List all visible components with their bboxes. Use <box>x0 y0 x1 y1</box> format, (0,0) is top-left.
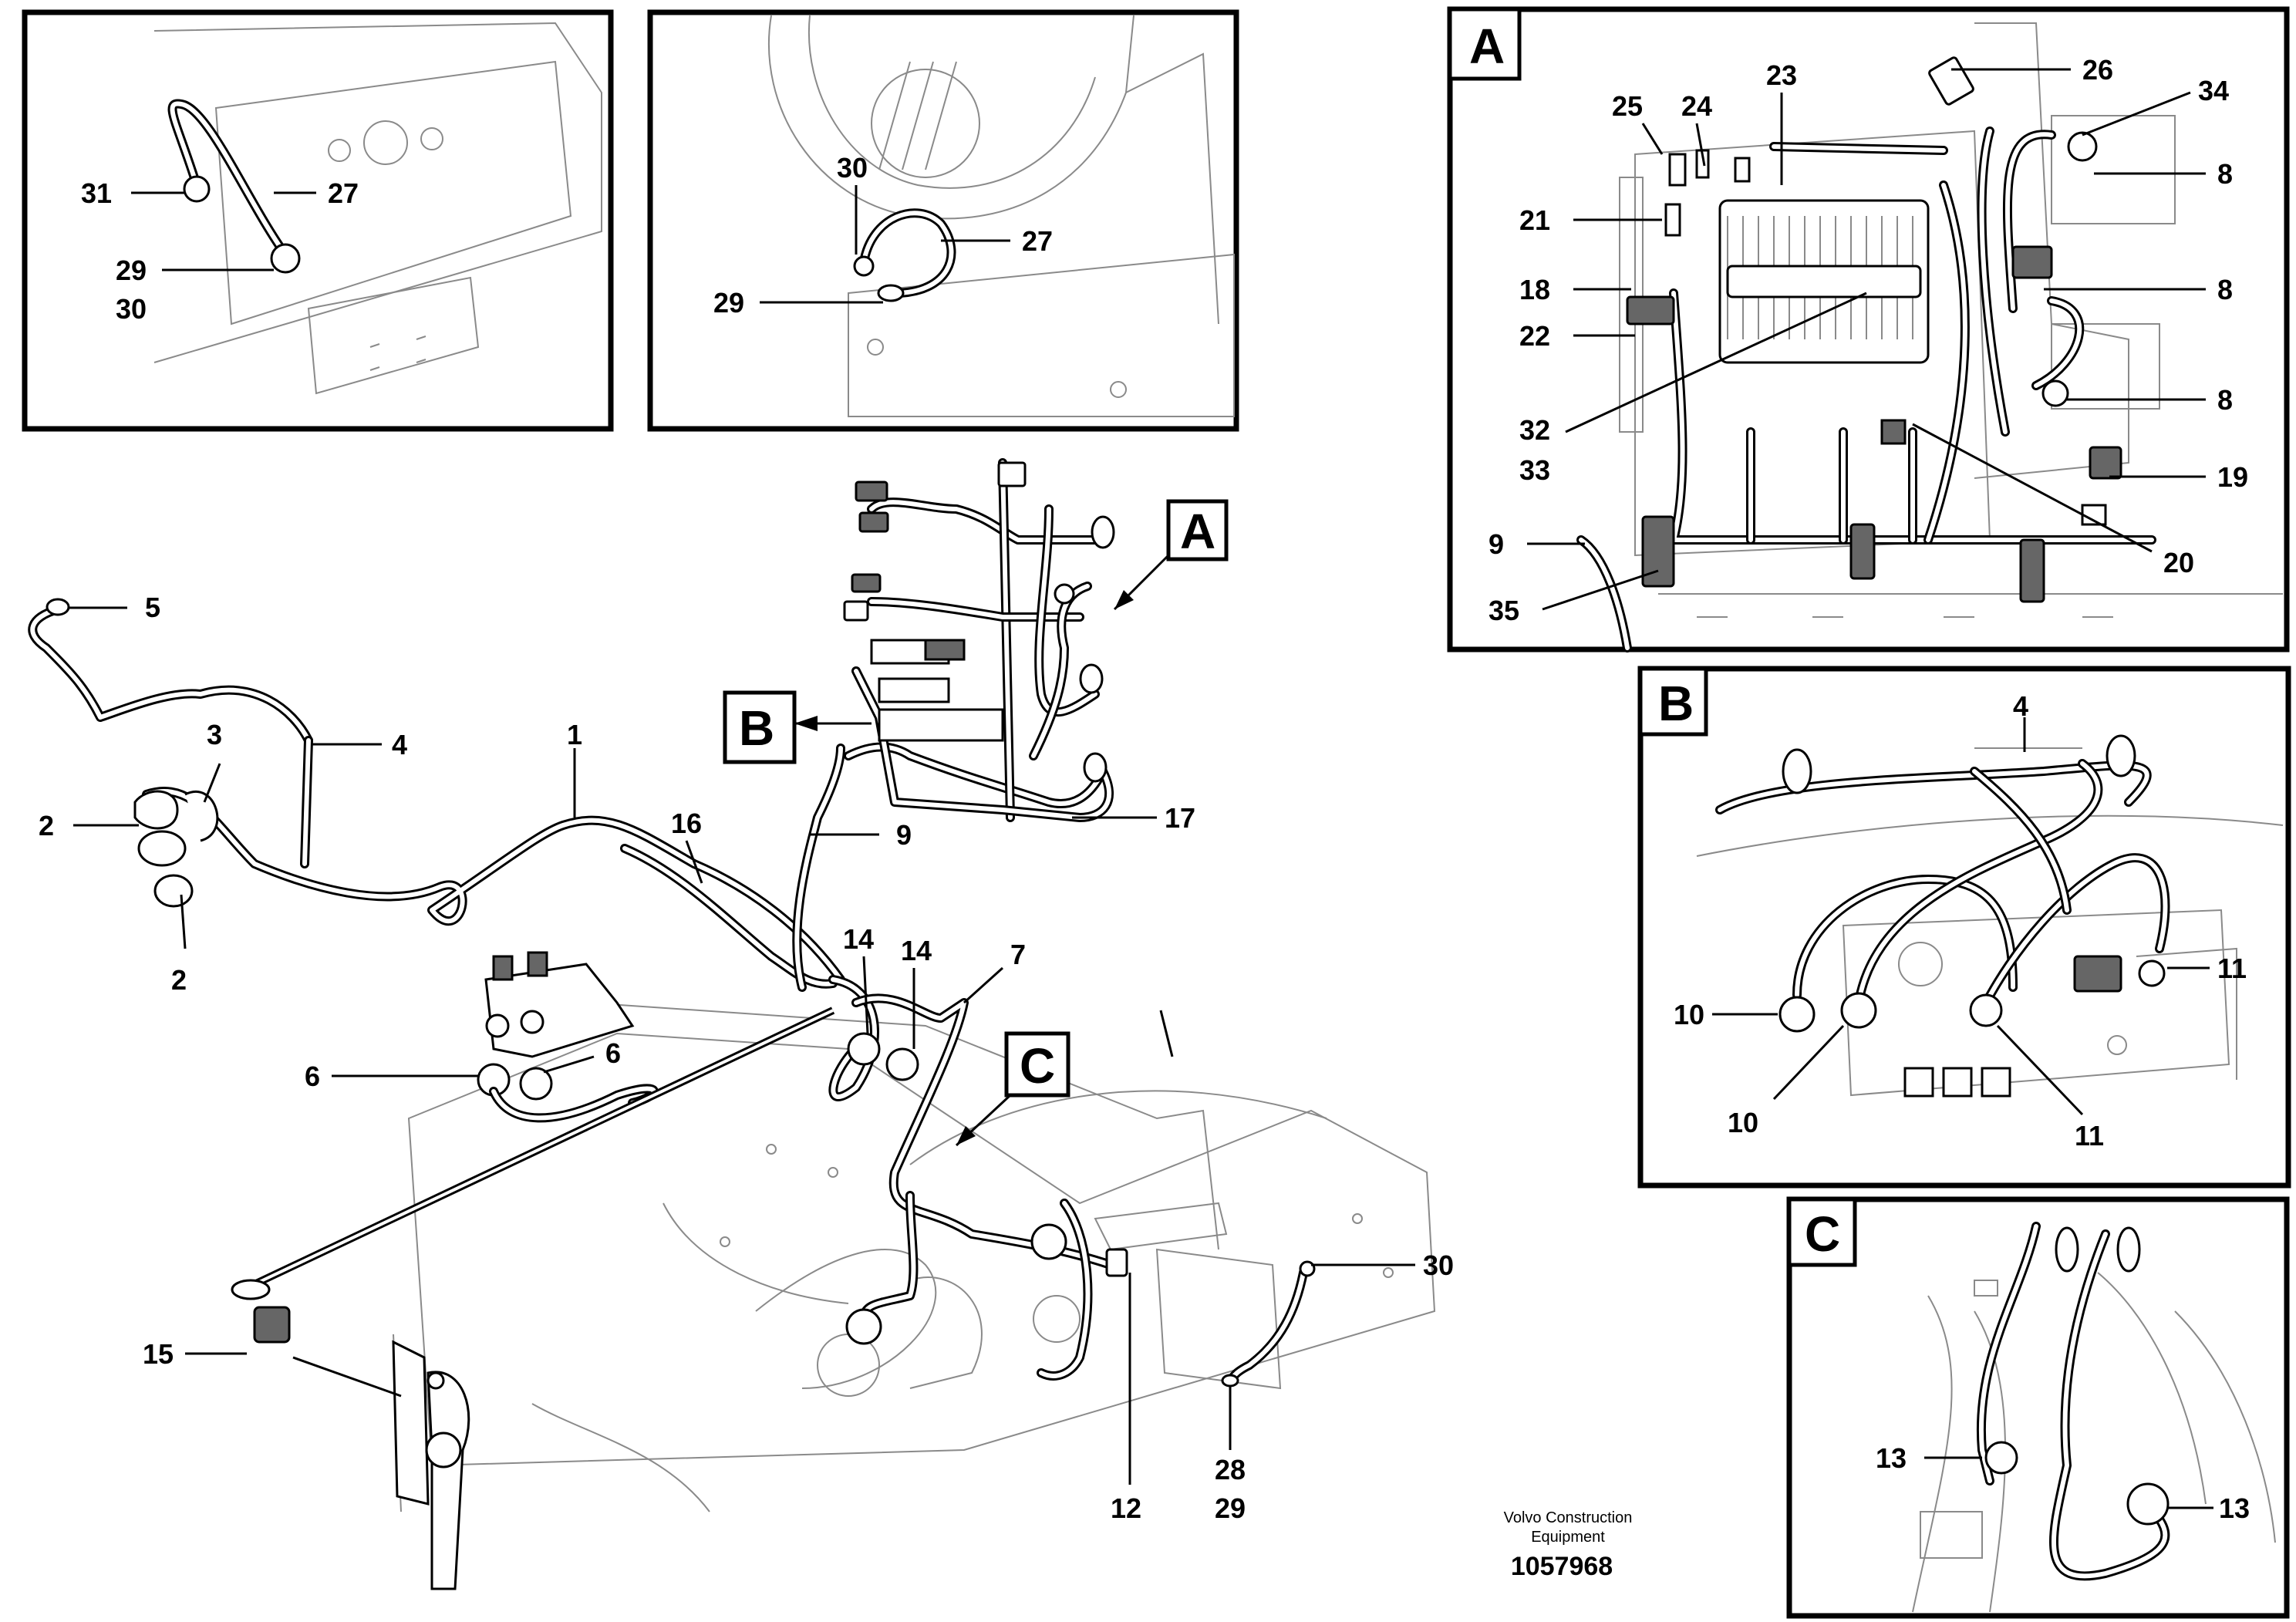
callout-2: 2 <box>39 810 54 841</box>
main-view: A B C <box>28 458 1454 1590</box>
inset-c-label: C <box>1805 1206 1840 1262</box>
callout-11: 11 <box>2217 953 2247 984</box>
callout-25: 25 <box>1612 90 1643 122</box>
inset-top-middle-leaders <box>760 185 1010 304</box>
main-leaders <box>68 606 1415 1485</box>
inset-top-left-frame <box>22 9 614 432</box>
callout-15: 15 <box>143 1338 174 1370</box>
inset-top-left: 31 27 29 30 <box>22 9 614 432</box>
inset-b-connectors <box>1778 955 2166 1033</box>
view-tag-c <box>1004 1031 1070 1098</box>
view-tag-b-label: B <box>739 700 774 756</box>
inset-c: C 13 13 <box>1786 1196 2290 1619</box>
callout-3: 3 <box>207 719 222 750</box>
callout-11: 11 <box>2075 1120 2104 1152</box>
callout-13: 13 <box>2219 1492 2250 1524</box>
callout-1: 1 <box>567 719 582 750</box>
inset-a-harness <box>1576 126 2156 653</box>
main-valve-block <box>477 951 635 1101</box>
callout-35: 35 <box>1489 595 1519 626</box>
callout-24: 24 <box>1681 90 1712 122</box>
callout-13: 13 <box>1876 1442 1907 1474</box>
view-tag-a-label: A <box>1180 504 1215 559</box>
callout-4: 4 <box>2013 690 2028 722</box>
callout-23: 23 <box>1766 59 1797 91</box>
callout-32: 32 <box>1519 414 1550 446</box>
callout-21: 21 <box>1519 204 1550 236</box>
inset-c-tag <box>1787 1197 1857 1267</box>
maker-line-2: Equipment <box>1531 1529 1605 1546</box>
callout-29: 29 <box>1215 1492 1246 1524</box>
callout-27: 27 <box>1022 225 1053 257</box>
callout-14: 14 <box>901 935 932 966</box>
callout-14: 14 <box>843 923 874 955</box>
main-rod <box>231 1007 835 1300</box>
callout-8: 8 <box>2217 158 2233 190</box>
callout-4: 4 <box>392 729 407 760</box>
main-harness <box>851 458 1114 822</box>
inset-top-left-leaders <box>131 191 316 271</box>
callout-10: 10 <box>1728 1107 1758 1138</box>
callout-6: 6 <box>305 1061 320 1092</box>
callout-33: 33 <box>1519 454 1550 486</box>
callout-28: 28 <box>1215 1454 1246 1485</box>
view-tag-b <box>723 690 797 764</box>
callout-18: 18 <box>1519 274 1550 305</box>
main-connectors <box>46 461 1316 1388</box>
callout-31: 31 <box>81 177 112 209</box>
maker-line-1: Volvo Construction <box>1504 1509 1633 1526</box>
callout-8: 8 <box>2217 384 2233 416</box>
inset-b-tag <box>1638 666 1708 737</box>
callout-12: 12 <box>1111 1492 1141 1524</box>
inset-b-frame <box>1637 666 2291 1189</box>
inset-a-label: A <box>1469 19 1505 74</box>
callout-30: 30 <box>837 152 868 184</box>
inset-c-leaders <box>1924 1456 2213 1509</box>
callout-29: 29 <box>116 255 147 286</box>
inset-top-middle-hose <box>853 208 956 302</box>
inset-c-frame <box>1786 1196 2290 1619</box>
callout-5: 5 <box>145 592 160 623</box>
inset-b-leaders <box>1712 717 2210 1116</box>
inset-b-hoses <box>1715 734 2170 1015</box>
callout-6: 6 <box>605 1037 621 1069</box>
inset-c-hoses <box>1976 1222 2170 1581</box>
inset-top-left-machine <box>153 22 602 395</box>
inset-a: A <box>1447 6 2290 653</box>
callout-30: 30 <box>1423 1249 1454 1281</box>
callout-9: 9 <box>1489 528 1504 560</box>
drawing-number: 1057968 <box>1511 1552 1613 1581</box>
callout-19: 19 <box>2217 461 2248 493</box>
inset-a-tag <box>1448 7 1522 81</box>
callout-26: 26 <box>2082 54 2113 86</box>
callout-20: 20 <box>2163 547 2194 578</box>
maker-stamp: Volvo Construction Equipment 1057968 <box>1504 1509 1633 1581</box>
inset-a-connectors <box>1626 56 2122 603</box>
inset-a-leaders <box>1527 68 2206 611</box>
callout-27: 27 <box>328 177 359 209</box>
inset-b: B <box>1637 666 2291 1189</box>
callout-17: 17 <box>1165 802 1195 834</box>
view-tag-c-label: C <box>1020 1038 1055 1094</box>
callout-10: 10 <box>1674 999 1704 1030</box>
inset-a-control-unit <box>1718 199 1930 364</box>
callout-8: 8 <box>2217 274 2233 305</box>
inset-top-middle: 30 27 29 <box>647 9 1239 432</box>
callout-30: 30 <box>116 293 147 325</box>
callout-7: 7 <box>1010 939 1026 970</box>
callout-22: 22 <box>1519 320 1550 352</box>
callout-29: 29 <box>713 287 744 319</box>
callout-16: 16 <box>671 808 702 839</box>
callout-9: 9 <box>896 819 912 851</box>
callout-2: 2 <box>171 964 187 996</box>
main-view-tags: A B C <box>723 499 1229 1147</box>
inset-b-machine <box>1696 814 2284 1098</box>
inset-top-left-hose <box>167 99 301 274</box>
view-tag-a <box>1166 499 1229 561</box>
inset-b-label: B <box>1658 676 1694 731</box>
callout-34: 34 <box>2198 75 2229 106</box>
main-pedal-bracket <box>392 1340 470 1590</box>
